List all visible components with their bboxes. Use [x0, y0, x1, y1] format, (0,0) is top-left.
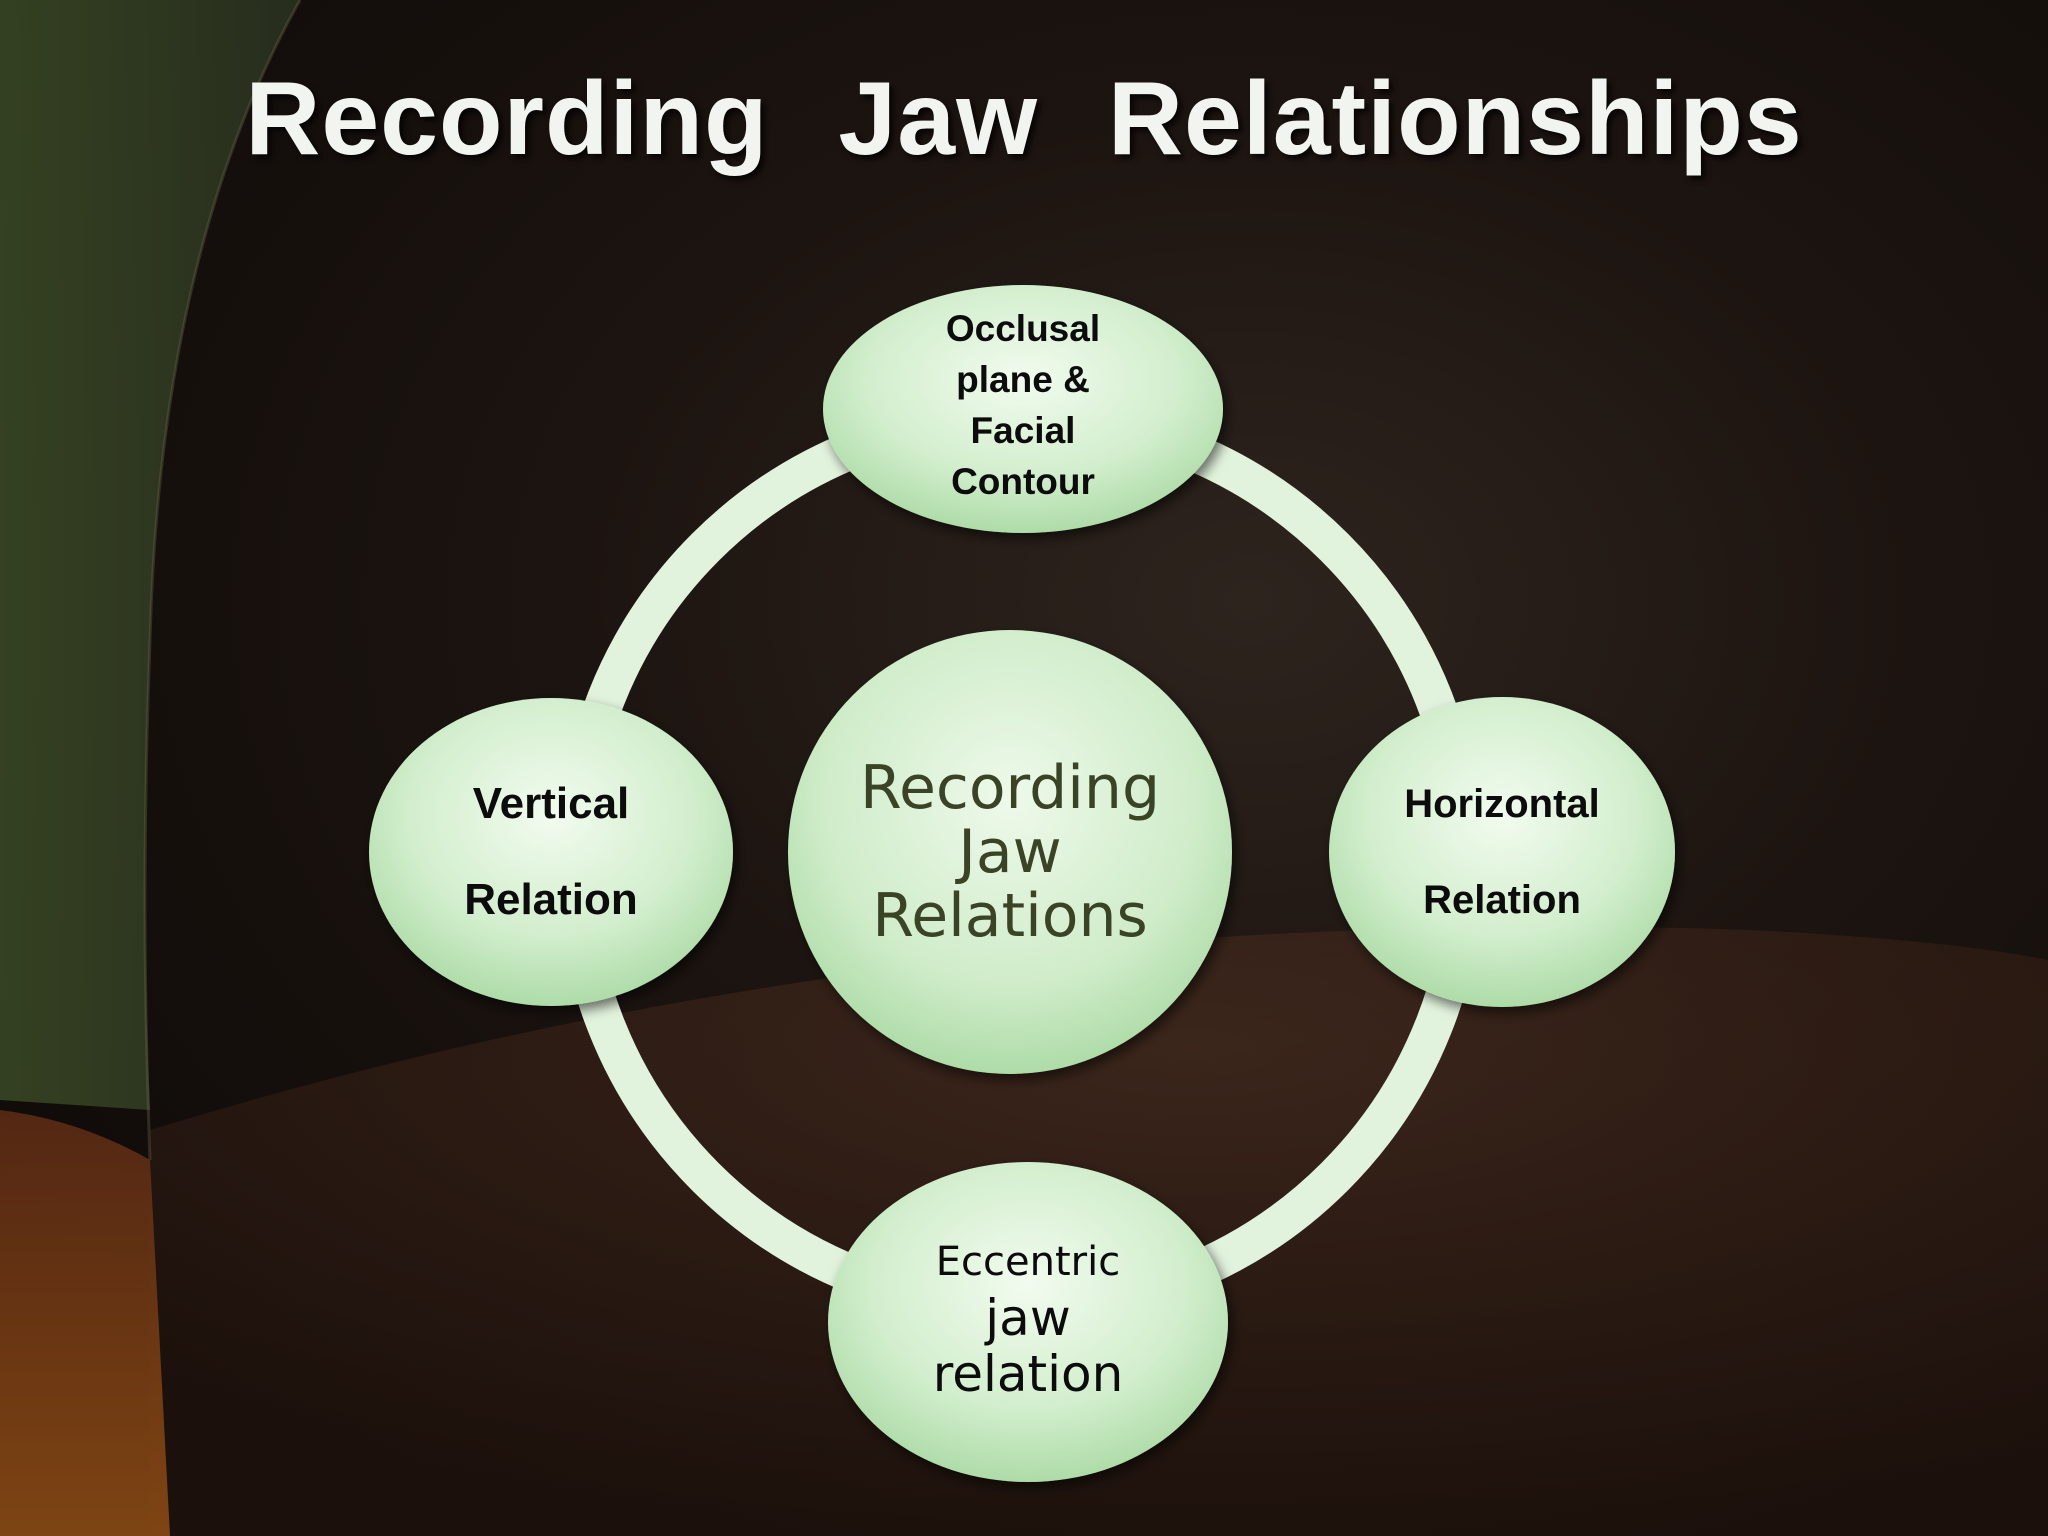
left-node: Vertical Relation: [381, 752, 721, 952]
top-node-line-3: Facial: [970, 410, 1076, 451]
center-node-line-2: Jaw: [958, 817, 1062, 887]
bottom-node-shape: [828, 1162, 1228, 1482]
page-title: Recording Jaw Relationships: [245, 61, 1803, 177]
top-node: Occlusal plane & Facial Contour: [853, 285, 1193, 525]
bottom-node-line-3: relation: [932, 1345, 1124, 1403]
orange-wedge-shape: [0, 1110, 170, 1536]
arc-edge-line: [143, 0, 302, 1161]
bottom-node-line-2: jaw: [985, 1289, 1071, 1347]
bottom-node-line-1: Eccentric: [935, 1239, 1121, 1285]
right-node-line-1: Horizontal: [1404, 782, 1600, 826]
left-node-shape: [369, 698, 733, 1006]
left-node-line-1: Vertical: [472, 779, 630, 828]
right-node-shape: [1329, 697, 1675, 1007]
center-node-shape: [788, 630, 1232, 1074]
center-node-line-1: Recording: [859, 753, 1161, 823]
center-node: Recording Jaw Relations: [790, 632, 1230, 1072]
right-node-line-2: Relation: [1423, 878, 1581, 922]
center-node-line-3: Relations: [872, 881, 1148, 951]
green-arc-shape: [0, 0, 300, 1110]
bottom-node: Eccentric jaw relation: [858, 1218, 1198, 1418]
left-node-line-2: Relation: [464, 875, 638, 924]
top-node-shape: [823, 285, 1223, 533]
top-node-line-4: Contour: [951, 461, 1095, 502]
right-node: Horizontal Relation: [1332, 752, 1672, 952]
top-node-line-1: Occlusal: [945, 308, 1101, 349]
top-node-line-2: plane &: [956, 359, 1090, 400]
